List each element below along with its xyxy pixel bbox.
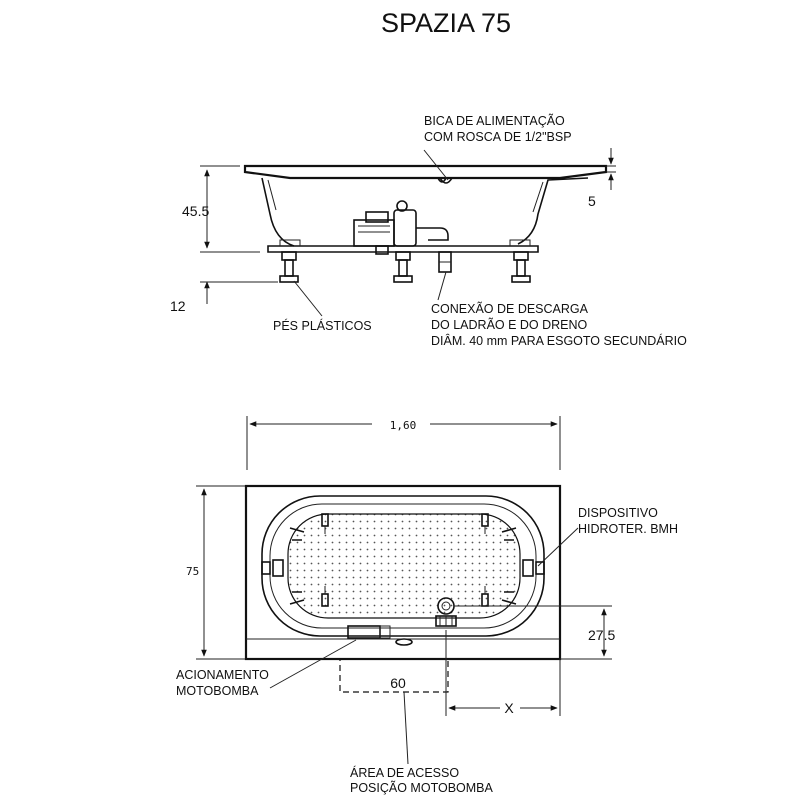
spout-icon (437, 177, 453, 184)
feet-label: PÉS PLÁSTICOS (273, 318, 372, 333)
dim-height-label: 45.5 (182, 203, 209, 219)
drain-label-line2: DO LADRÃO E DO DRENO (431, 318, 588, 332)
jet-icon (321, 586, 329, 607)
pump-label-line2: MOTOBOMBA (176, 684, 259, 698)
jet-icon (321, 513, 329, 534)
plastic-foot (279, 251, 299, 283)
tub-body (261, 177, 589, 247)
pump-button-icon (347, 625, 413, 646)
access-label-line2: POSIÇÃO MOTOBOMBA (350, 781, 494, 795)
feet-leader-line (293, 280, 323, 317)
jet-icon (501, 527, 517, 541)
dim-access-label: 60 (390, 675, 406, 691)
jet-icon (289, 591, 305, 605)
access-area (339, 658, 449, 693)
plastic-foot (511, 251, 531, 283)
drain-label-line3: DIÂM. 40 mm PARA ESGOTO SECUNDÁRIO (431, 333, 687, 348)
motor-pump-icon (353, 200, 449, 255)
drain-connection-icon (438, 251, 452, 273)
plastic-foot (393, 251, 413, 283)
tub-rim (243, 164, 608, 180)
dim-drain-offset-label: 27.5 (588, 627, 615, 643)
drawing-title: SPAZIA 75 (381, 8, 511, 38)
top-view: 1,60 75 (176, 416, 678, 795)
access-label-line1: ÁREA DE ACESSO (350, 765, 459, 780)
drain-label-line1: CONEXÃO DE DESCARGA (431, 302, 589, 316)
tub-basin (287, 513, 521, 619)
dim-rim-label: 5 (588, 193, 596, 209)
tub-base (267, 245, 539, 253)
dim-width-label: 75 (186, 565, 199, 578)
hydro-label-line2: HIDROTER. BMH (578, 522, 678, 536)
side-view: 45.5 12 5 BICA DE ALIMENTAÇÃO COM ROSCA … (170, 114, 687, 348)
jet-icon (501, 591, 517, 605)
spout-leader-line (423, 149, 449, 181)
hydro-device-icon (261, 559, 284, 577)
drain-leader-line (437, 271, 447, 301)
hydro-device-icon (522, 559, 545, 577)
pump-label-line1: ACIONAMENTO (176, 668, 269, 682)
dim-feet-label: 12 (170, 298, 186, 314)
dim-x-label: X (504, 700, 514, 716)
hydro-leader-line (537, 527, 579, 567)
jet-icon (481, 513, 489, 534)
spout-label-line2: COM ROSCA DE 1/2"BSP (424, 130, 572, 144)
hydro-label-line1: DISPOSITIVO (578, 506, 658, 520)
dim-length-label: 1,60 (390, 419, 417, 432)
pump-leader-line (269, 639, 357, 689)
jet-icon (289, 527, 305, 541)
spout-label-line1: BICA DE ALIMENTAÇÃO (424, 114, 565, 128)
access-leader-line (403, 691, 409, 765)
